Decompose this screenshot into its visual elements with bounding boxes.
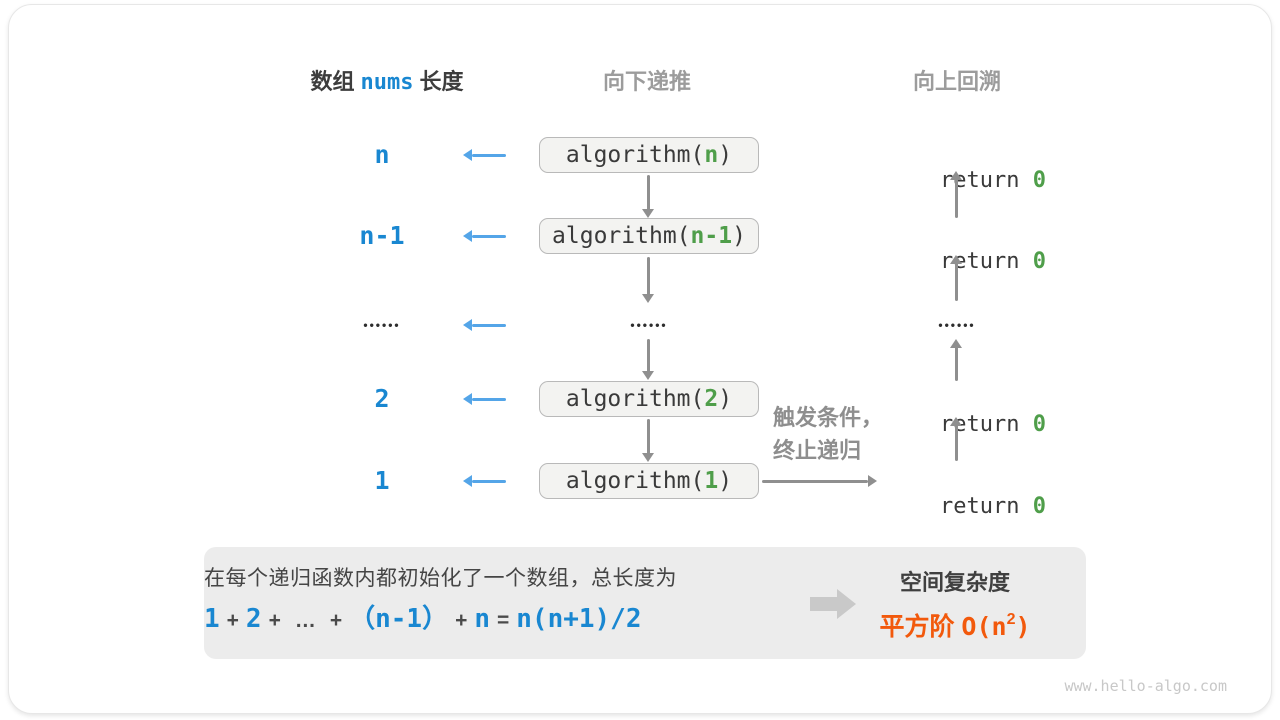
formula-term: （n-1） <box>349 604 449 634</box>
backtrack-up-arrow-icon-2 <box>950 255 962 301</box>
formula-term: 1 <box>204 604 220 634</box>
watermark: www.hello-algo.com <box>1064 677 1227 695</box>
complexity-order-label: 平方阶 <box>879 613 962 641</box>
call-text-pre: algorithm( <box>565 468 705 494</box>
call-box-algorithm-2: algorithm(2) <box>539 381 759 417</box>
call-arg: n-1 <box>690 223 733 249</box>
formula-operator: + <box>329 609 343 632</box>
call-text-post: ) <box>718 142 733 168</box>
call-box-algorithm-n-1: algorithm(n-1) <box>539 218 759 254</box>
backtrack-up-arrow-icon-1 <box>950 171 962 218</box>
left-arrow-icon-row-n-1 <box>463 230 506 242</box>
return-value: 0 <box>1032 249 1046 274</box>
ellipsis-right: •••••• <box>938 318 976 332</box>
call-text-post: ) <box>718 386 733 412</box>
header-length-label: 长度 <box>419 69 464 94</box>
length-label-n: n <box>374 140 390 169</box>
call-text-pre: algorithm( <box>565 142 705 168</box>
result-arrow-shaft <box>810 597 837 611</box>
left-arrow-icon-row-dots <box>463 319 506 331</box>
call-text-pre: algorithm( <box>552 223 691 249</box>
backtrack-up-arrow-icon-4 <box>950 417 962 461</box>
left-arrow-icon-row-1 <box>463 475 506 487</box>
result-arrow-tip <box>837 589 856 619</box>
length-label-2: 2 <box>374 384 390 413</box>
column-header-recurse-down: 向下递推 <box>602 69 691 94</box>
call-box-algorithm-n: algorithm(n) <box>539 137 759 173</box>
return-statement-row-n: return 0 <box>887 142 1046 220</box>
formula-operator: + <box>268 609 281 632</box>
left-arrow-icon-row-2 <box>463 393 506 405</box>
return-value: 0 <box>1032 412 1046 437</box>
space-complexity-title: 空间复杂度 <box>899 570 1010 595</box>
formula-operator: + <box>455 609 468 632</box>
header-nums-code: nums <box>360 70 414 95</box>
big-o-pre: O(n <box>961 612 1007 641</box>
ellipsis-middle: •••••• <box>630 318 668 332</box>
backtrack-up-arrow-icon-3 <box>950 339 962 381</box>
return-keyword: return <box>939 494 1033 519</box>
summary-formula: 1 +2 + … + （n-1） + n = n(n+1)/2 <box>204 599 764 643</box>
recurse-down-arrow-icon-1 <box>642 175 654 218</box>
complexity-value: 平方阶 O(n2) <box>849 607 1061 643</box>
call-text-post: ) <box>718 468 733 494</box>
call-text-post: ) <box>732 223 746 249</box>
return-value: 0 <box>1032 168 1046 193</box>
header-array-label: 数组 <box>310 69 355 94</box>
length-label-1: 1 <box>374 466 390 495</box>
recurse-down-arrow-icon-3 <box>642 339 654 380</box>
return-statement-row-2: return 0 <box>887 386 1046 464</box>
left-arrow-icon-row-n <box>463 149 506 161</box>
termination-annotation-line2: 终止递归 <box>773 438 862 463</box>
length-label-n-1: n-1 <box>359 221 405 250</box>
summary-description: 在每个递归函数内都初始化了一个数组，总长度为 <box>204 567 677 590</box>
call-arg: n <box>704 142 719 168</box>
result-arrow-icon <box>810 589 856 619</box>
return-statement-row-1: return 0 <box>887 468 1046 546</box>
formula-operator: + <box>226 609 239 632</box>
recurse-down-arrow-icon-2 <box>642 257 654 303</box>
termination-annotation-line1: 触发条件， <box>773 405 884 430</box>
call-box-algorithm-1: algorithm(1) <box>539 463 759 499</box>
formula-ellipsis: … <box>294 609 316 632</box>
formula-result: n(n+1)/2 <box>516 604 642 634</box>
call-arg: 2 <box>704 386 719 412</box>
formula-term: n <box>474 604 490 634</box>
big-o-exponent: 2 <box>1006 610 1016 628</box>
ellipsis-left: •••••• <box>363 318 401 332</box>
call-text-pre: algorithm( <box>565 386 705 412</box>
base-case-right-arrow-icon <box>762 475 877 487</box>
recurse-down-arrow-icon-4 <box>642 419 654 462</box>
return-value: 0 <box>1032 494 1046 519</box>
formula-equals: = <box>497 609 510 632</box>
termination-annotation: 触发条件， 终止递归 <box>773 401 883 467</box>
formula-term: 2 <box>245 604 262 634</box>
big-o-post: ) <box>1015 612 1031 641</box>
call-arg: 1 <box>704 468 719 494</box>
column-header-backtrack-up: 向上回溯 <box>912 69 1001 94</box>
summary-box: 在每个递归函数内都初始化了一个数组，总长度为 1 +2 + … + （n-1） + n = n(n… <box>204 547 1086 659</box>
